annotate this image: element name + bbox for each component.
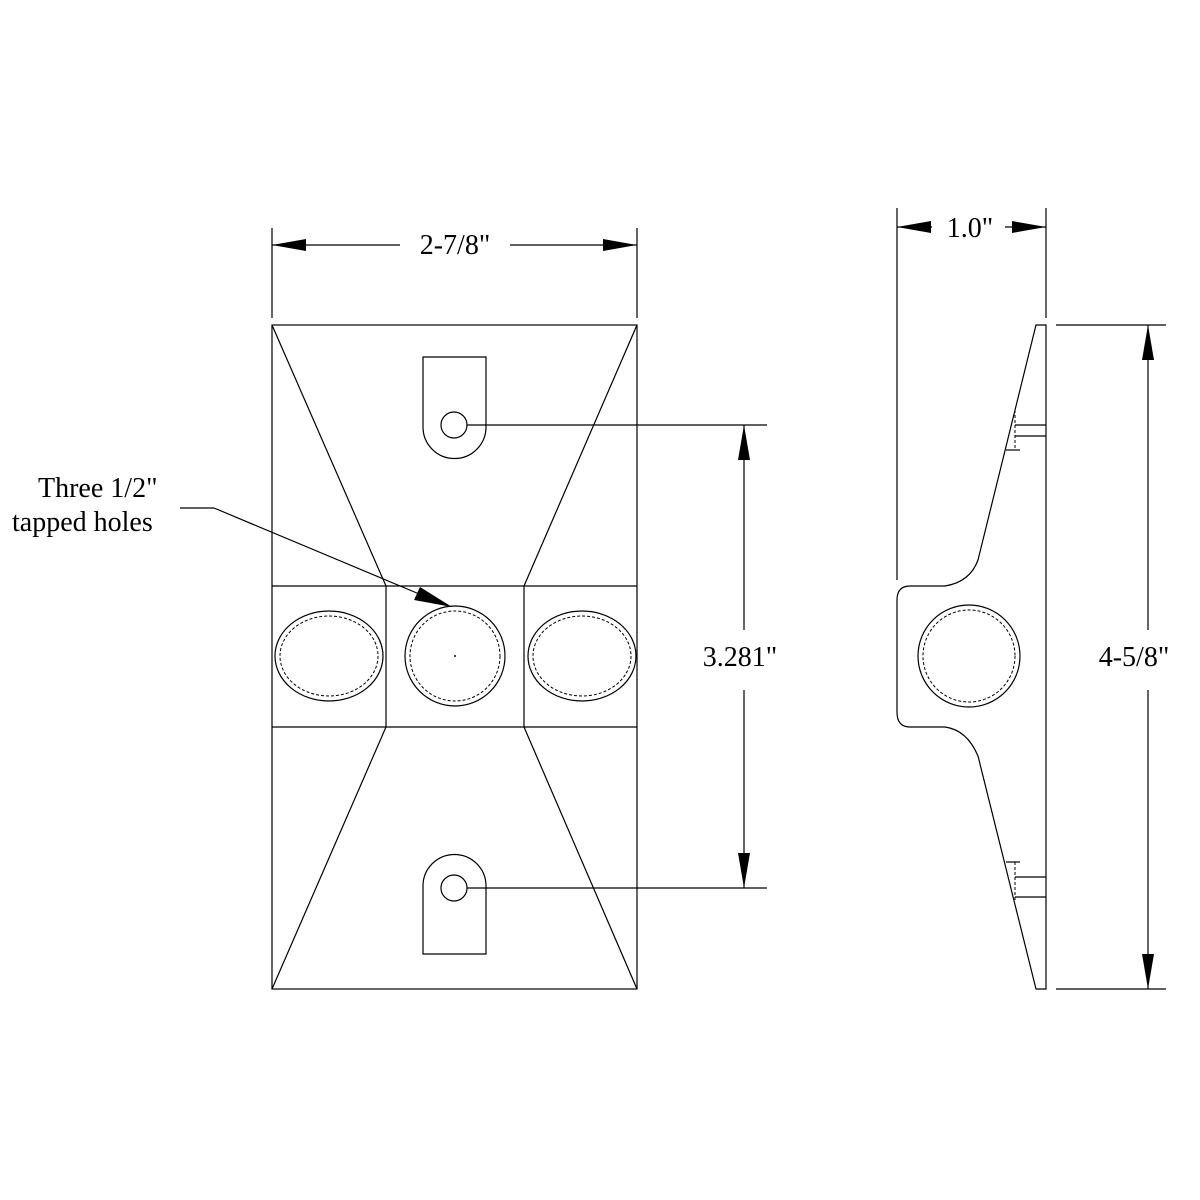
- height-dimension: 4-5/8": [1056, 324, 1170, 990]
- note-line-1: Three 1/2": [38, 473, 158, 504]
- width-side-label: 1.0": [947, 213, 993, 244]
- width-dimension-side: 1.0": [896, 208, 1047, 580]
- tapped-hole-left: [274, 610, 384, 702]
- side-tapped-hole: [917, 604, 1021, 708]
- front-outline: [271, 324, 638, 990]
- side-outline: [896, 324, 1047, 990]
- bottom-mounting-hole: [440, 874, 468, 902]
- width-dimension-front: 2-7/8": [271, 228, 638, 318]
- hole-spacing-dimension: 3.281": [467, 424, 777, 889]
- tapped-hole-center: [404, 605, 506, 707]
- side-view: [896, 324, 1047, 990]
- hole-spacing-label: 3.281": [703, 642, 777, 673]
- top-mounting-hole: [440, 411, 468, 439]
- width-front-label: 2-7/8": [420, 230, 491, 261]
- note-line-2: tapped holes: [12, 507, 153, 538]
- front-view: [271, 324, 638, 990]
- bottom-mounting-tab: [422, 853, 487, 955]
- height-label: 4-5/8": [1099, 642, 1170, 673]
- top-mounting-tab: [422, 356, 487, 460]
- tapped-holes-note: Three 1/2" tapped holes: [12, 473, 452, 607]
- tapped-hole-right: [527, 610, 637, 702]
